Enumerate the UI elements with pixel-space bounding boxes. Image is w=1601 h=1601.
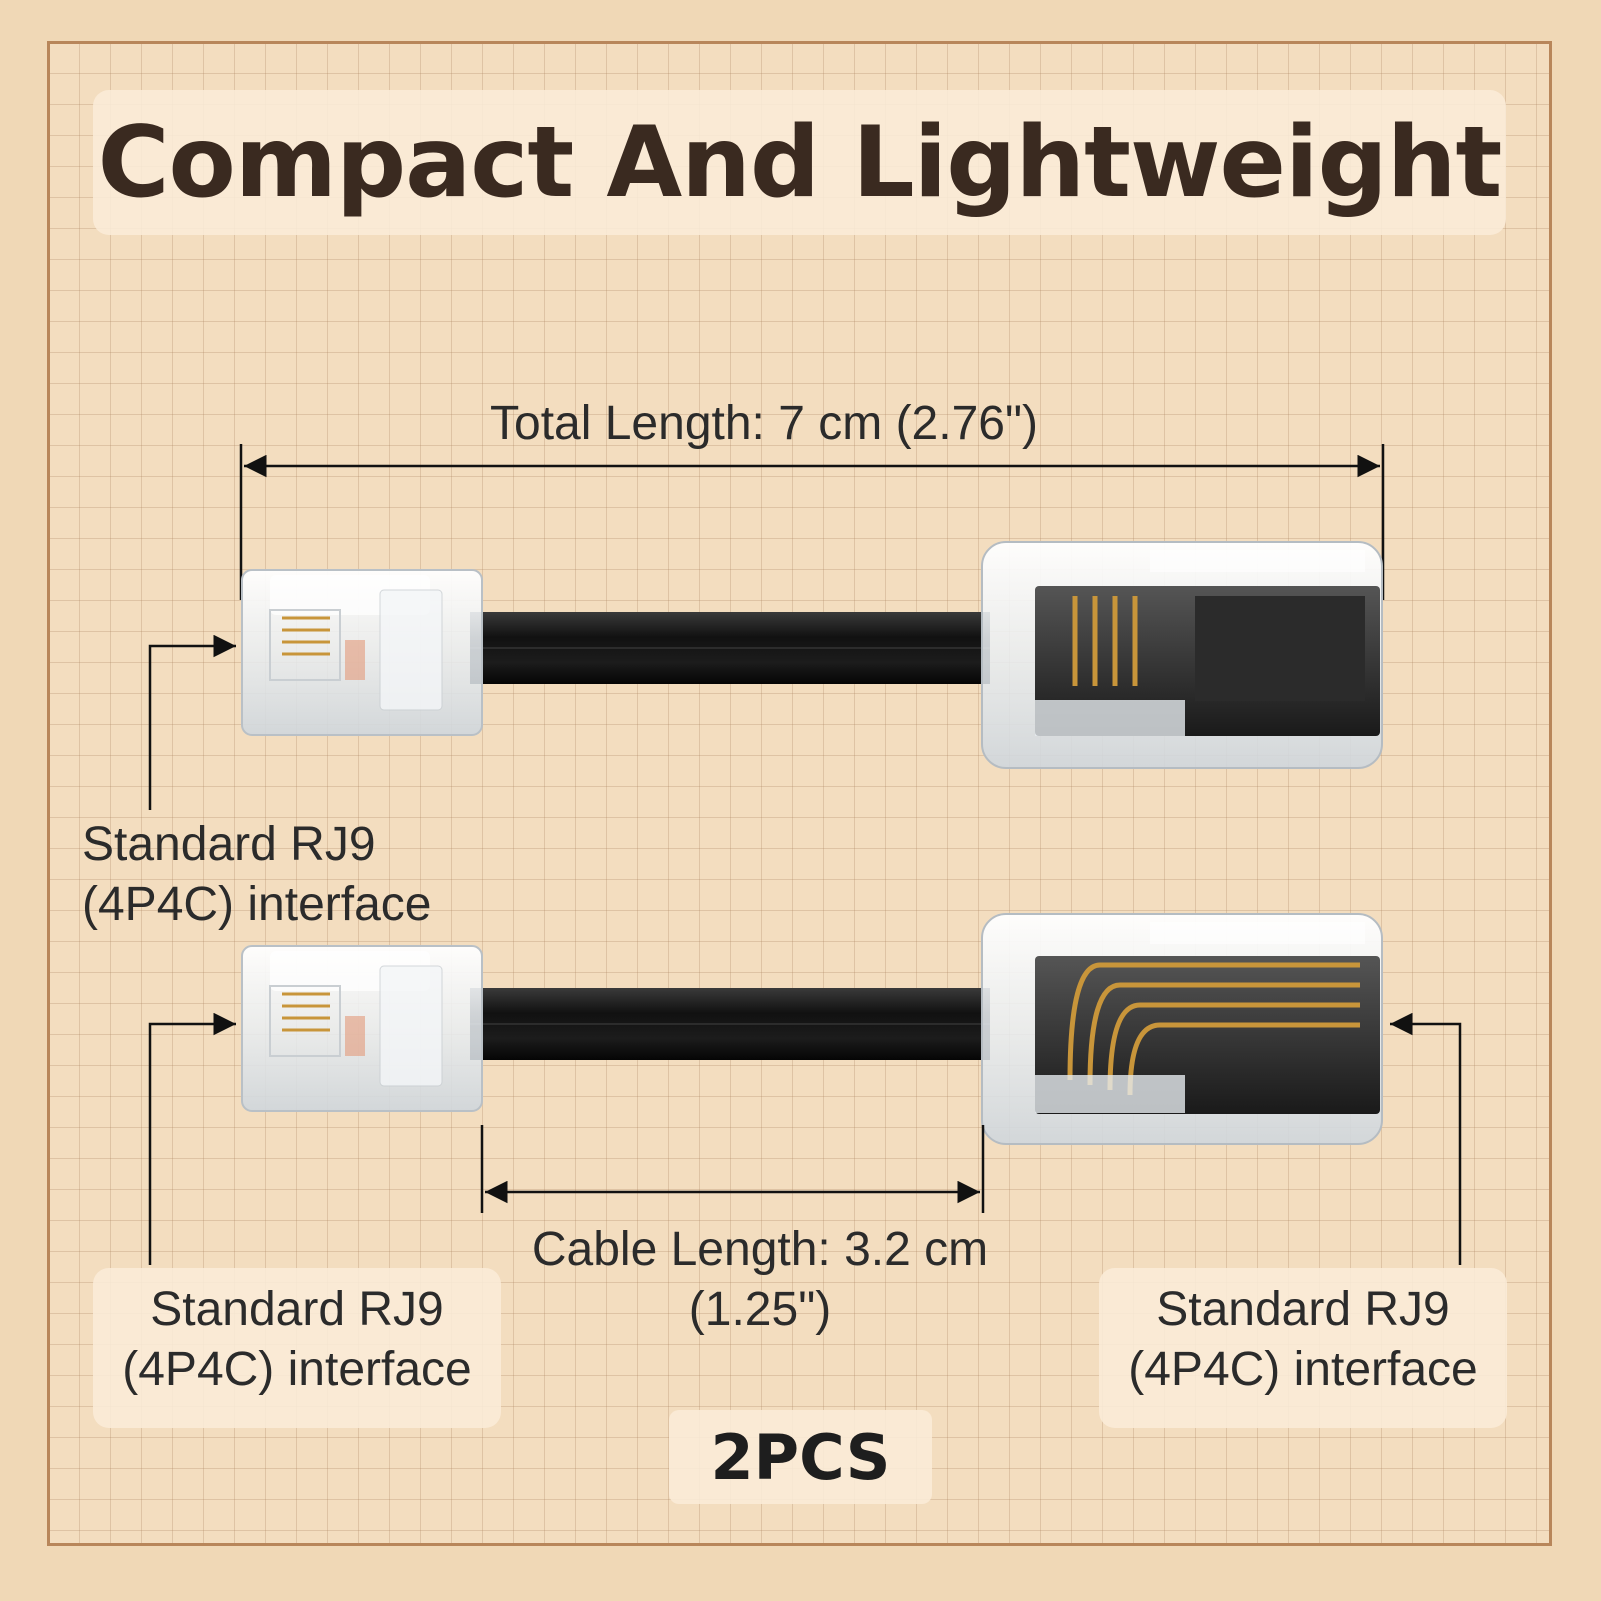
interface-label-line2: (4P4C) interface [122,1343,472,1396]
callout-arrow-icon [148,634,236,810]
quantity-badge: 2PCS [710,1420,891,1494]
top-interface-label: Standard RJ9 (4P4C) interface [82,815,502,935]
callout-arrow-icon [148,1012,236,1265]
callout-arrow-icon [1390,1012,1462,1265]
rj9-plug-icon [241,945,483,1112]
bottom-left-label-panel [93,1268,501,1428]
bottom-right-interface-label: Standard RJ9 (4P4C) interface [1099,1280,1507,1400]
cable-length-dimension [480,1125,985,1213]
cable-length-line1: Cable Length: 3.2 cm [531,1223,989,1276]
total-length-label: Total Length: 7 cm (2.76") [490,397,1038,450]
cable-length-label: Cable Length: 3.2 cm (1.25") [480,1220,1040,1340]
interface-label-line2: (4P4C) interface [82,878,432,931]
interface-label-line1: Standard RJ9 [1156,1283,1450,1336]
cable-length-line2: (1.25") [688,1283,832,1336]
rj9-coupler-icon [981,913,1383,1145]
interface-label-line2: (4P4C) interface [1128,1343,1478,1396]
interface-label-line1: Standard RJ9 [82,818,376,871]
rj9-coupler-icon [981,541,1383,769]
rj9-plug-icon [241,569,483,736]
bottom-right-label-panel [1099,1268,1507,1428]
top-cable-assembly [241,541,1383,769]
bottom-cable-assembly [241,913,1383,1145]
bottom-left-interface-label: Standard RJ9 (4P4C) interface [93,1280,501,1400]
page-title: Compact And Lightweight [97,105,1503,220]
interface-label-line1: Standard RJ9 [150,1283,444,1336]
quantity-panel [669,1410,932,1504]
title-panel [93,90,1506,235]
